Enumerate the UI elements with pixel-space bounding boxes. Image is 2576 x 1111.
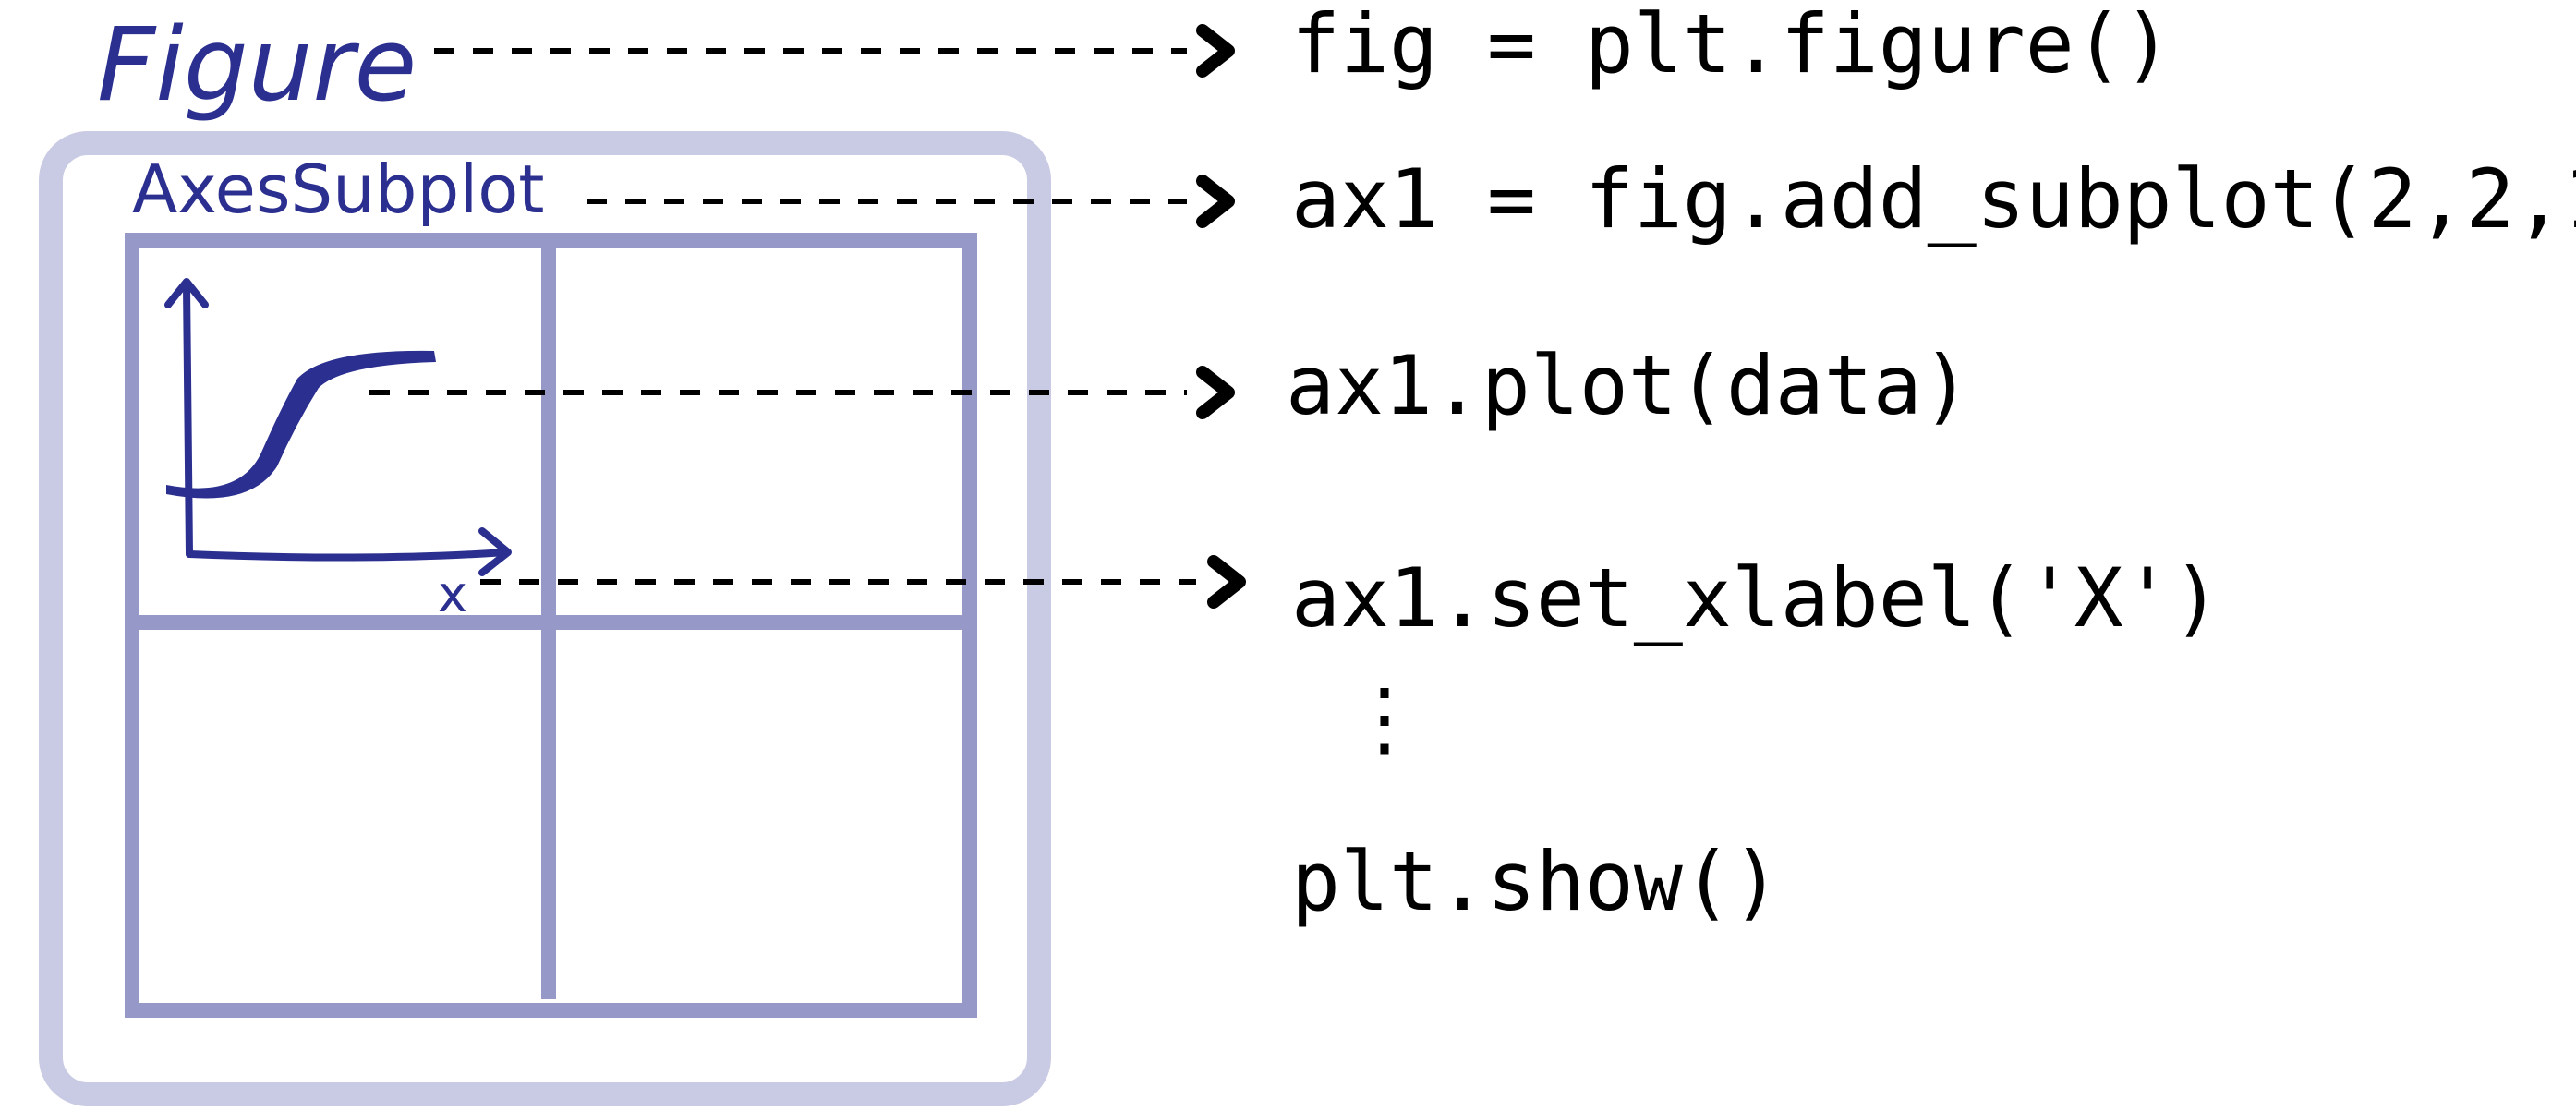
code-figure: fig = plt.figure() bbox=[1291, 0, 2172, 91]
x-axis-arrowhead bbox=[478, 527, 512, 576]
code-ellipsis: ⋮ bbox=[1344, 670, 1425, 766]
mini-plot: x bbox=[164, 278, 512, 623]
y-axis-arrowhead bbox=[164, 278, 209, 308]
arrowheads bbox=[1196, 24, 1246, 609]
code-plot: ax1.plot(data) bbox=[1286, 338, 1971, 433]
data-curve bbox=[166, 350, 436, 499]
code-show: plt.show() bbox=[1291, 834, 1781, 929]
code-column: fig = plt.figure() ax1 = fig.add_subplot… bbox=[1286, 0, 2576, 929]
y-axis-arrow bbox=[183, 283, 193, 558]
xlabel-arrowhead bbox=[1207, 555, 1246, 609]
leader-lines bbox=[369, 48, 1196, 585]
figure-frame bbox=[39, 131, 1051, 1106]
x-axis-arrow bbox=[186, 549, 510, 562]
figure-arrowhead bbox=[1196, 24, 1235, 78]
axes-subplot-label: AxesSubplot bbox=[132, 151, 544, 228]
code-set-xlabel: ax1.set_xlabel('X') bbox=[1291, 550, 2221, 646]
subplot-grid bbox=[125, 233, 977, 1018]
subplot-arrowhead bbox=[1196, 175, 1235, 228]
plot-arrowhead bbox=[1196, 366, 1235, 419]
figure-label: Figure bbox=[97, 6, 417, 124]
x-axis-label: x bbox=[438, 565, 467, 623]
code-add-subplot: ax1 = fig.add_subplot(2,2,1) bbox=[1291, 151, 2576, 247]
